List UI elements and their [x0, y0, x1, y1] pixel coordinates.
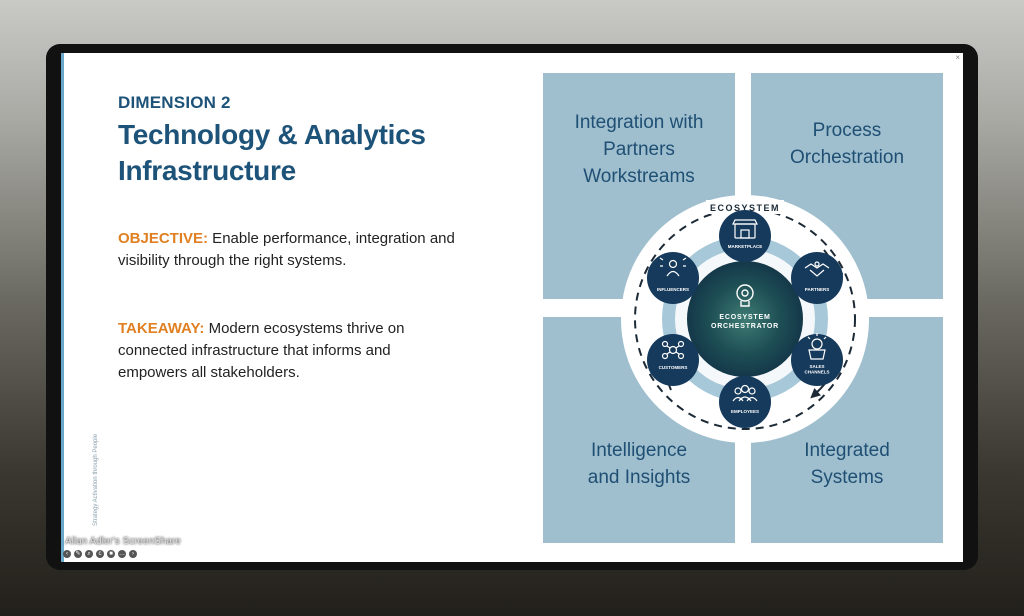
slide-title-line-2: Infrastructure [118, 155, 296, 186]
screenshare-toolbar: ‹ ✎ ⌕ c ■ … › [63, 550, 137, 558]
pen-icon[interactable]: ✎ [74, 550, 82, 558]
node-label: INFLUENCERS [657, 287, 689, 292]
search-icon[interactable]: ⌕ [85, 550, 93, 558]
handshake-icon [804, 261, 830, 277]
quadrant-label: Integration with Partners Workstreams [574, 112, 704, 187]
node-label: CUSTOMERS [659, 365, 688, 370]
chat-icon[interactable]: … [118, 550, 126, 558]
captions-icon[interactable]: c [96, 550, 104, 558]
dimension-label: DIMENSION 2 [118, 93, 231, 112]
orchestrator-label-line-1: ECOSYSTEM [719, 314, 770, 321]
node-label: PARTNERS [805, 287, 829, 292]
forward-icon[interactable]: › [129, 550, 137, 558]
quadrant-label: Process Orchestration [789, 120, 905, 168]
person-broadcast-icon [659, 257, 687, 277]
takeaway-paragraph: TAKEAWAY: Modern ecosystems thrive on co… [118, 318, 458, 384]
quadrant-label: Integrated Systems [804, 440, 890, 488]
camera-icon[interactable]: ■ [107, 550, 115, 558]
node-customers: CUSTOMERS [647, 334, 699, 386]
storefront-icon [732, 219, 758, 239]
ecosystem-ring-label: ECOSYSTEM [710, 203, 780, 213]
takeaway-text: Modern ecosystems thrive on connected in… [118, 320, 405, 381]
objective-label: OBJECTIVE: [118, 230, 209, 247]
orchestrator-center [687, 261, 803, 377]
node-employees: EMPLOYEES [719, 376, 771, 428]
slide-left-accent-bar [61, 53, 64, 562]
vertical-footer-text: Strategy Activation through People [93, 433, 99, 526]
node-partners: PARTNERS [791, 252, 843, 304]
quadrant-label: Intelligence and Insights [587, 440, 691, 488]
presentation-slide: × DIMENSION 2 Technology & Analytics Inf… [61, 53, 963, 562]
orchestrator-brain-icon [736, 284, 754, 307]
people-icon [732, 384, 758, 402]
lightbulb-box-icon [807, 333, 827, 360]
ecosystem-label-backdrop [706, 200, 784, 214]
node-label: EMPLOYEES [731, 409, 759, 414]
takeaway-label: TAKEAWAY: [118, 320, 205, 337]
slide-title-line-1: Technology & Analytics [118, 119, 426, 150]
node-label: MARKETPLACE [728, 244, 763, 249]
objective-paragraph: OBJECTIVE: Enable performance, integrati… [118, 228, 458, 272]
network-icon [661, 340, 685, 360]
objective-text: Enable performance, integration and visi… [118, 230, 455, 269]
ecosystem-dashed-ring [634, 208, 856, 430]
close-icon[interactable]: × [955, 53, 960, 62]
screenshare-label: Allan Adler's ScreenShare [65, 536, 181, 547]
orchestrator-label-line-2: ORCHESTRATOR [711, 323, 779, 330]
back-icon[interactable]: ‹ [63, 550, 71, 558]
node-marketplace: MARKETPLACE [719, 210, 771, 262]
ecosystem-diagram: ECOSYSTEM ECOSYSTEM ORCHESTRATOR MARKETP… [621, 195, 869, 443]
node-influencers: INFLUENCERS [647, 252, 699, 304]
slide-title: Technology & Analytics Infrastructure [118, 117, 426, 189]
